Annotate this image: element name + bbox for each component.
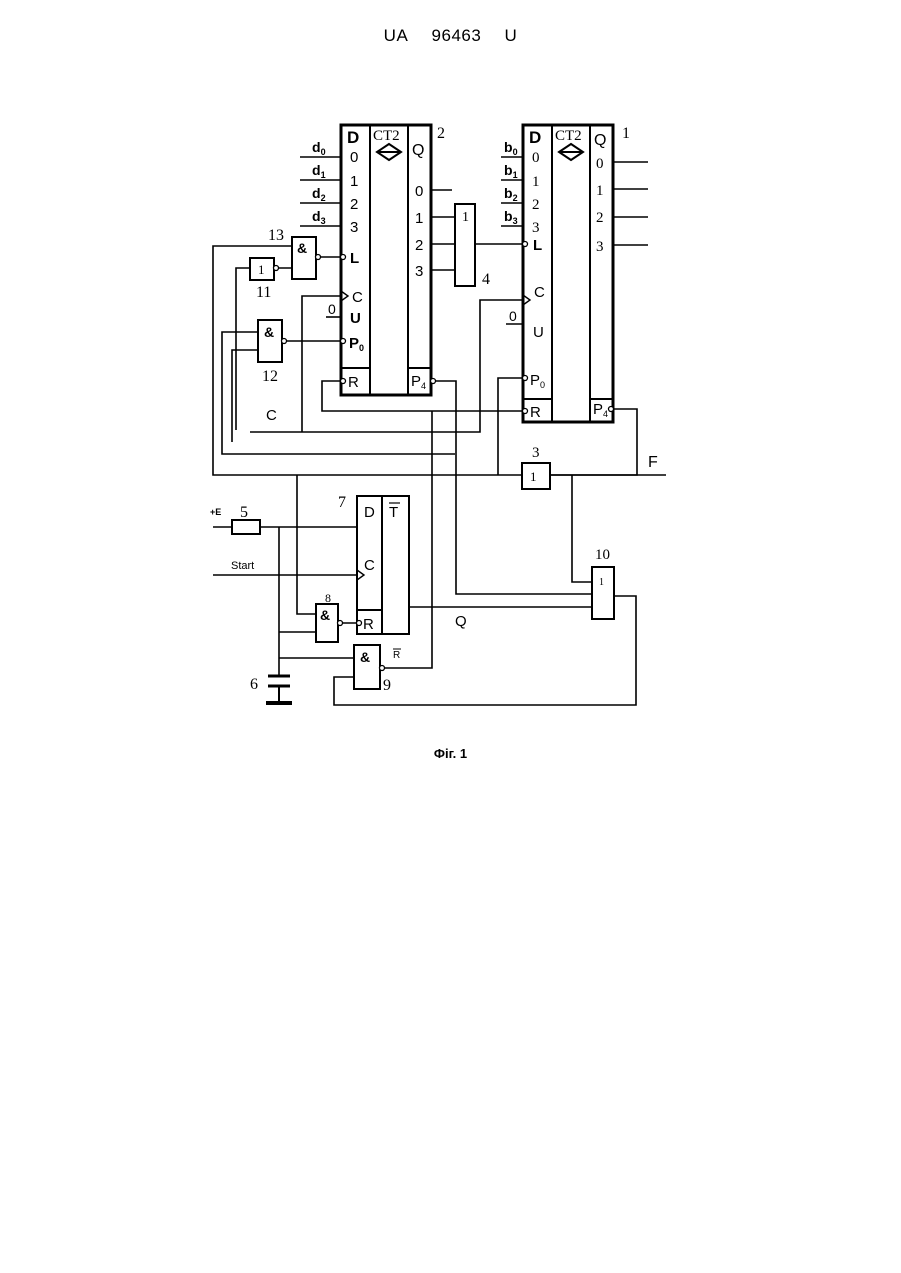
resistor-5 [232,520,260,534]
or4-sym: 1 [462,210,469,225]
ct1-d-label: D [529,128,541,147]
b2-label: b2 [504,185,518,203]
trigger7-t: T [389,504,398,521]
ct2-up: U [350,310,361,327]
ct1-in-2: 2 [532,197,540,213]
ct1-in-1: 1 [532,174,540,190]
ct2-out-2: 2 [415,237,423,254]
ct1-out-1: 1 [596,183,604,199]
ct1-in-3: 3 [532,220,540,236]
capacitor6-ref: 6 [250,676,258,693]
ct1-in-0: 0 [532,150,540,166]
ct2-reset: R [348,374,359,391]
or3-ref: 3 [532,445,540,461]
ct1-out-3: 3 [596,239,604,255]
not11-ref: 11 [256,284,271,301]
or-gate-10 [592,567,614,619]
ct1-reset: R [530,404,541,421]
and12-ref: 12 [262,368,278,385]
ct2-out-3: 3 [415,263,423,280]
not11-sym: 1 [258,262,265,277]
ct1-up: U [533,324,544,341]
and8-ref: 8 [325,591,331,605]
trigger7-d: D [364,504,375,521]
ct1-title: CT2 [555,128,582,144]
and9-sym: & [360,649,370,665]
ct2-out-1: 1 [415,210,423,227]
q-output-label: Q [455,613,467,630]
ct2-carry-in: P0 [349,335,364,353]
ct2-carry-out: P4 [411,373,426,391]
d3-label: d3 [312,208,326,226]
b3-label: b3 [504,208,518,226]
or4-ref: 4 [482,271,490,288]
zero-u1: 0 [509,308,517,324]
trigger7-c: C [364,557,375,574]
and8-sym: & [320,607,330,623]
trigger7-r: R [363,616,374,633]
and9-ref: 9 [383,677,391,694]
d0-label: d0 [312,139,326,157]
ct2-in-1: 1 [350,173,358,190]
r-bar-label: R [393,650,400,661]
trigger7-ref: 7 [338,494,346,511]
ct1-carry-in: P0 [530,372,545,390]
ct1-load: L [533,237,542,254]
ct2-title: CT2 [373,128,400,144]
clock-c-label: C [266,407,277,424]
ct1-out-0: 0 [596,156,604,172]
or10-ref: 10 [595,547,610,563]
ct2-in-2: 2 [350,196,358,213]
counter-1-labels: D CT2 Q 1 0 1 2 3 L C U P0 R 0 1 2 3 P4 [529,125,630,421]
ct2-load: L [350,250,359,267]
and13-ref: 13 [268,227,284,244]
and13-sym: & [297,240,307,256]
start-label: Start [231,560,254,572]
ct2-in-0: 0 [350,149,358,166]
ct2-clock: C [352,289,363,306]
or3-sym: 1 [530,469,537,484]
zero-u2: 0 [328,301,336,317]
b0-label: b0 [504,139,518,157]
ct1-carry-out: P4 [593,401,608,419]
d1-label: d1 [312,162,326,180]
supply-label: +E [210,507,221,517]
ct2-in-3: 3 [350,219,358,236]
ct1-ref: 1 [622,125,630,142]
resistor5-ref: 5 [240,504,248,521]
or10-sym: 1 [599,577,604,588]
figure-caption: Фіг. 1 [0,746,901,761]
ct2-out-0: 0 [415,183,423,200]
ct2-ref: 2 [437,125,445,142]
capacitor-6 [266,676,292,703]
ct2-d-label: D [347,128,359,147]
ct1-clock: C [534,284,545,301]
and12-sym: & [264,324,274,340]
ct1-q-label: Q [594,132,606,149]
d2-label: d2 [312,185,326,203]
ct2-q-label: Q [412,142,424,159]
output-f-label: F [648,454,658,471]
trigger-7-labels: 7 D T C R [338,494,400,633]
ct1-out-2: 2 [596,210,604,226]
b1-label: b1 [504,162,518,180]
gate-labels: 1 4 & 13 1 11 & 12 1 3 & 8 & 9 1 10 5 6 [240,210,610,694]
